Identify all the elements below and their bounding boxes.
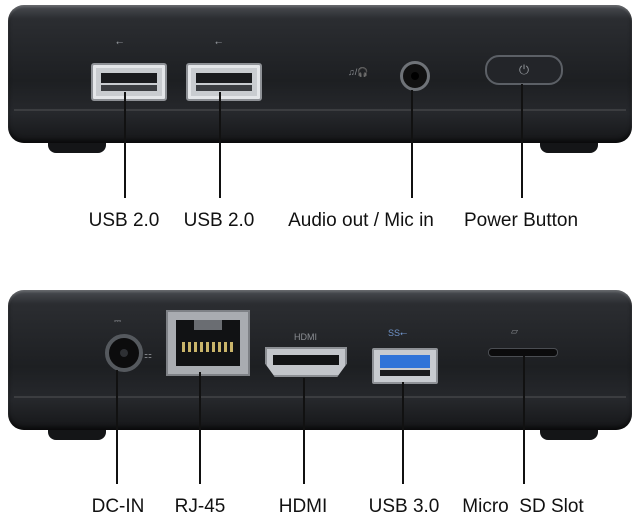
device-bottom-panel: ⎓ ⚏ HDMI SS⭠ ▱ (8, 290, 632, 430)
leader-line (219, 92, 221, 198)
hdmi-port (265, 347, 347, 377)
device-foot (48, 143, 106, 153)
usb-tongue (101, 73, 157, 83)
usb3-slot (380, 370, 430, 376)
label-usb3: USB 3.0 (368, 496, 440, 517)
usb2-port-2 (186, 63, 262, 101)
power-button[interactable]: ⏻ (485, 55, 563, 85)
hdmi-marking: HDMI (294, 332, 317, 342)
label-power-button: Power Button (463, 210, 579, 231)
usb-slot (196, 85, 252, 91)
usb-slot (101, 85, 157, 91)
usb2-port-1 (91, 63, 167, 101)
leader-line (116, 370, 118, 484)
device-top-panel: ⭠ ⭠ ♫/🎧 ⏻ (8, 5, 632, 143)
usb-symbol-2: ⭠ (215, 37, 223, 47)
power-icon: ⏻ (518, 62, 530, 77)
usb-tongue (196, 73, 252, 83)
rj45-clip (194, 320, 222, 330)
leader-line (402, 382, 404, 484)
leader-line (411, 90, 413, 198)
rj45-pins (182, 342, 234, 352)
panel-ridge (14, 396, 626, 398)
network-icon: ⚏ (144, 350, 153, 360)
label-usb2-1: USB 2.0 (88, 210, 160, 231)
rj45-port (166, 310, 250, 376)
dc-symbol: ⎓ (114, 316, 122, 326)
usb3-symbol: SS⭠ (388, 328, 408, 338)
leader-line (124, 92, 126, 198)
label-micro-sd-slot: Micro SD Slot (462, 496, 584, 517)
audio-jack (400, 61, 430, 91)
leader-line (521, 84, 523, 198)
usb-symbol-1: ⭠ (116, 37, 124, 47)
label-hdmi: HDMI (278, 496, 328, 517)
panel-ridge (14, 109, 626, 111)
leader-line (199, 372, 201, 484)
dc-in-jack (105, 334, 143, 372)
leader-line (303, 378, 305, 484)
audio-symbol: ♫/🎧 (348, 67, 369, 77)
device-foot (540, 143, 598, 153)
device-foot (540, 430, 598, 440)
device-foot (48, 430, 106, 440)
sd-card-icon: ▱ (511, 326, 518, 336)
label-usb2-2: USB 2.0 (183, 210, 255, 231)
usb3-port (372, 348, 438, 384)
label-audio: Audio out / Mic in (288, 210, 434, 231)
hdmi-opening (273, 355, 339, 365)
label-dc-in: DC-IN (91, 496, 145, 517)
leader-line (523, 356, 525, 484)
label-rj45: RJ-45 (174, 496, 226, 517)
usb3-tongue (380, 355, 430, 368)
